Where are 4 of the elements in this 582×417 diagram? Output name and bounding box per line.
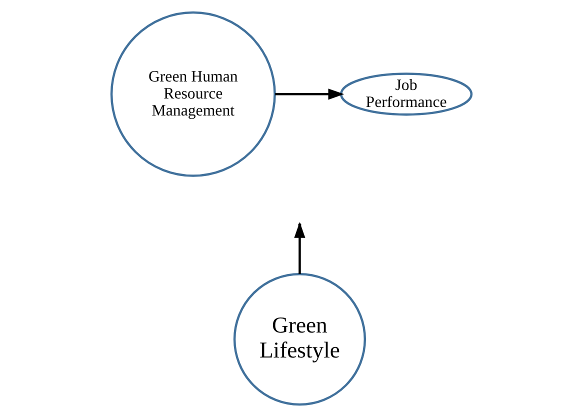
node-circle: Green Lifestyle — [232, 272, 366, 406]
node-circle: Green Human Resource Management — [110, 11, 276, 177]
node-ellipse: Job Performance — [339, 72, 472, 116]
arrow — [274, 88, 344, 100]
